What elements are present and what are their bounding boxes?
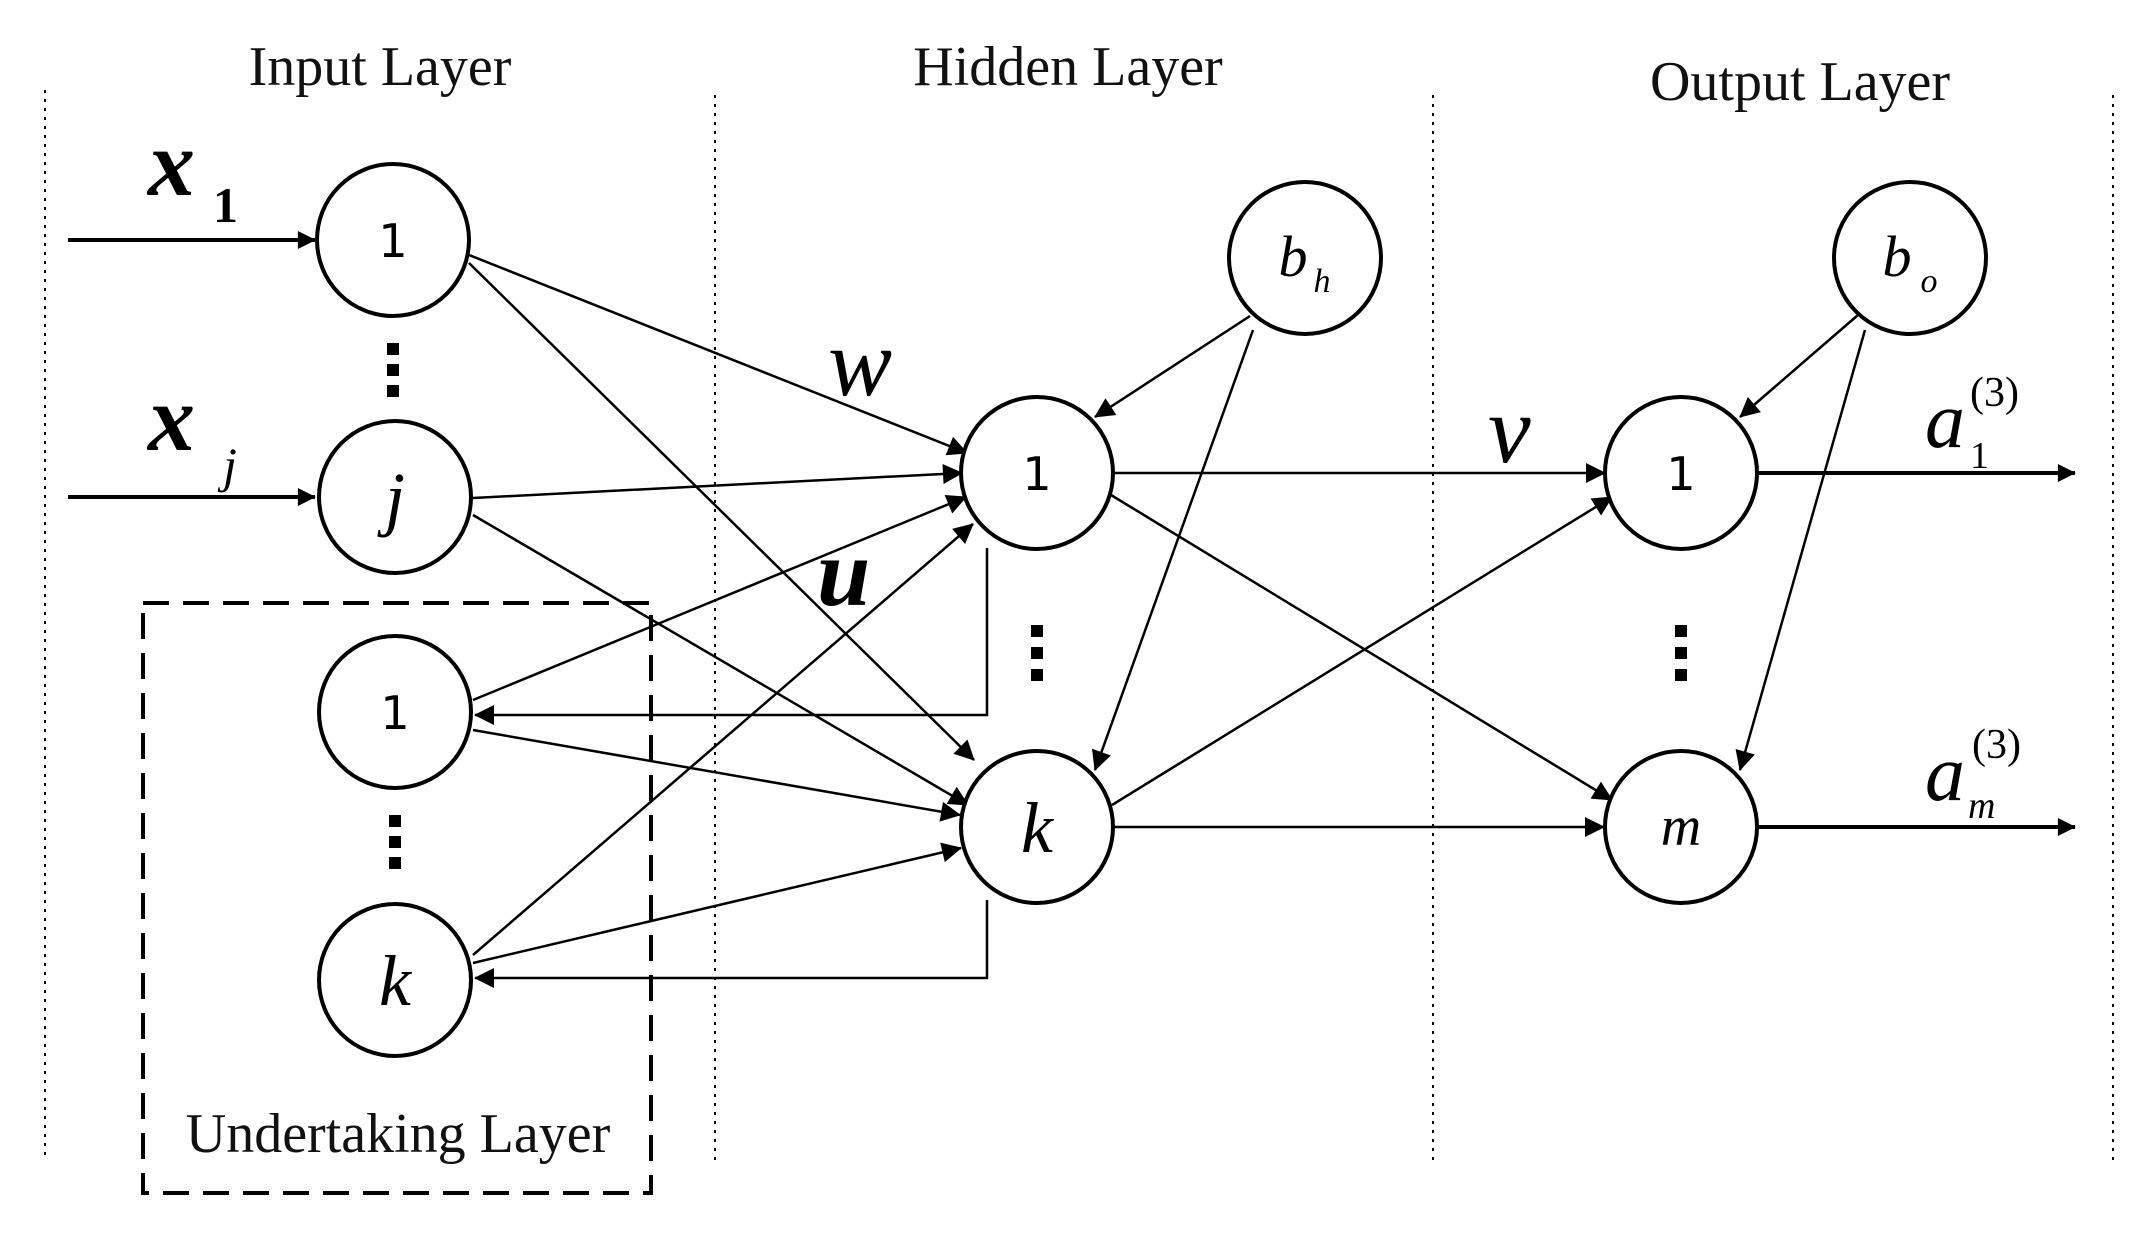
edge-inputj-hiddenk xyxy=(472,513,969,807)
input-layer-title: Input Layer xyxy=(249,36,512,98)
edge-hiddenk-copyback xyxy=(474,900,989,988)
edge-contextk-hiddenk xyxy=(472,842,962,965)
hidden-node-k-label: k xyxy=(1021,788,1055,868)
bias-hidden-subscript: h xyxy=(1314,263,1331,300)
input-node-1-label: 1 xyxy=(378,214,407,268)
weight-label-u: u xyxy=(817,519,870,626)
edge-input1-hiddenk xyxy=(468,262,975,761)
input-label-x1-base: x xyxy=(146,112,195,216)
input-node-1: 1 xyxy=(315,162,471,318)
input-label-xj-base: x xyxy=(146,367,195,471)
edge-input1-hidden1 xyxy=(468,253,968,456)
bias-output-label: b xyxy=(1883,224,1912,289)
edge-inputj-hidden1 xyxy=(472,463,963,500)
output-label-a1-subscript: 1 xyxy=(1970,435,1989,477)
output-label-am-base: a xyxy=(1925,730,1965,818)
edge-biash-hidden1 xyxy=(1094,314,1251,419)
bias-hidden-node: b h xyxy=(1227,180,1383,336)
input-label-xj: x j xyxy=(146,367,237,493)
output-label-a1: a 1 (3) xyxy=(1925,370,2019,477)
hidden-ellipsis xyxy=(1031,625,1043,681)
output-label-a1-superscript: (3) xyxy=(1970,370,2019,416)
output-label-a1-base: a xyxy=(1925,377,1965,465)
edge-contextk-hidden1 xyxy=(472,523,974,956)
edge-context1-hiddenk xyxy=(472,728,961,822)
output-ellipsis xyxy=(1675,625,1687,681)
hidden-layer-title: Hidden Layer xyxy=(913,36,1223,98)
edge-context1-hidden1 xyxy=(472,494,967,702)
context-node-k-label: k xyxy=(379,941,413,1021)
output-node-m: m xyxy=(1603,749,1759,905)
output-label-am: a m (3) xyxy=(1925,722,2021,827)
input-label-x1: x 1 xyxy=(146,112,238,233)
input-label-x1-subscript: 1 xyxy=(213,177,238,233)
edge-biash-hiddenk xyxy=(1092,329,1255,771)
context-node-k: k xyxy=(317,902,473,1058)
weight-label-w: w xyxy=(828,309,892,416)
output-node-1: 1 xyxy=(1603,395,1759,551)
edge-biaso-output1 xyxy=(1739,314,1859,418)
context-node-1: 1 xyxy=(317,634,473,790)
hidden-node-1-label: 1 xyxy=(1022,447,1051,501)
output-label-am-subscript: m xyxy=(1968,785,1995,827)
hidden-node-k: k xyxy=(959,749,1115,905)
input-label-xj-subscript: j xyxy=(217,437,237,493)
input-ellipsis xyxy=(387,343,399,397)
context-node-1-label: 1 xyxy=(380,686,409,740)
edge-hiddenk-output1 xyxy=(1111,495,1613,807)
undertaking-layer-title: Undertaking Layer xyxy=(186,1103,611,1165)
context-ellipsis xyxy=(389,815,401,869)
edge-hidden1-outputm xyxy=(1110,493,1613,802)
output-node-m-label: m xyxy=(1661,796,1701,858)
edge-biaso-outputm xyxy=(1735,329,1867,771)
undertaking-layer-box xyxy=(141,601,653,1195)
bias-output-node: b o xyxy=(1832,180,1988,336)
output-label-am-superscript: (3) xyxy=(1972,722,2021,768)
bias-hidden-label: b xyxy=(1279,224,1308,289)
input-node-j: j xyxy=(317,419,473,575)
output-node-1-label: 1 xyxy=(1666,447,1695,501)
bias-output-subscript: o xyxy=(1921,263,1938,300)
output-layer-title: Output Layer xyxy=(1650,51,1950,113)
weight-label-v: v xyxy=(1488,376,1531,483)
hidden-node-1: 1 xyxy=(959,395,1115,551)
edge-hidden1-copyback xyxy=(474,548,989,725)
